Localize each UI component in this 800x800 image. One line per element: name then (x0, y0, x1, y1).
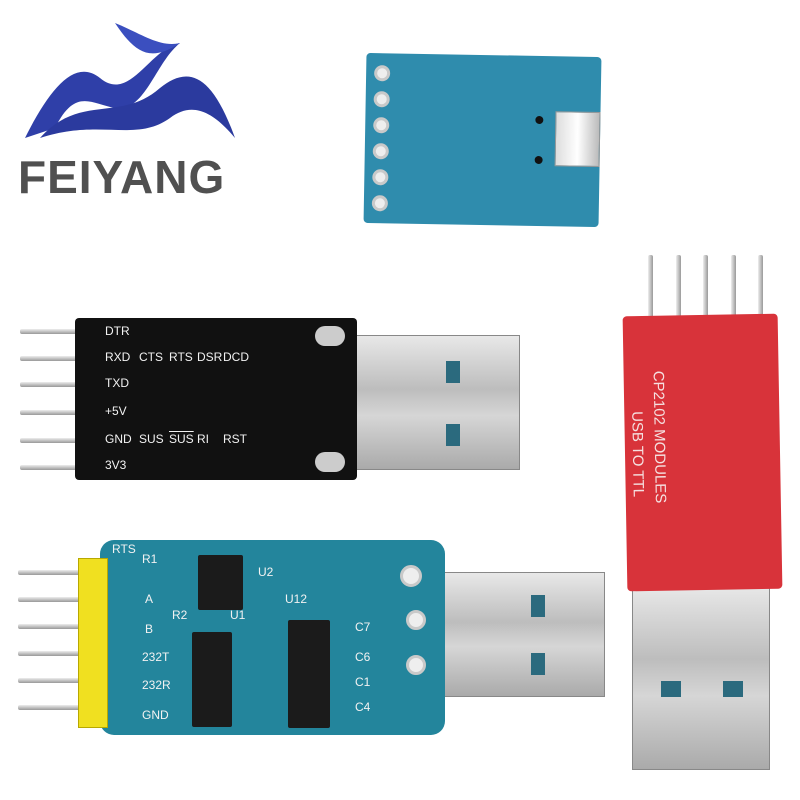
chip-u1 (192, 632, 232, 727)
label-b: B (145, 622, 154, 636)
label-rts: RTS (169, 350, 193, 364)
label-gnd: GND (105, 432, 132, 446)
label-232t: 232T (142, 650, 170, 664)
logo-swoosh-icon (25, 23, 235, 138)
chip-u12 (288, 620, 330, 728)
usb-plug-teal (440, 572, 605, 697)
label-gnd: GND (142, 708, 169, 722)
label-cp2102: CP2102 MODULES (649, 370, 669, 504)
usb-plug-red (632, 585, 770, 770)
blue-usb-board (363, 52, 602, 228)
label-r1: R1 (142, 552, 158, 566)
black-usb-board: DTR RXD TXD +5V GND 3V3 CTS SUS RTS SUS … (75, 318, 357, 480)
teal-rs485-board: RTS A B 232T 232R GND R1 R2 U1 U2 U12 C7… (100, 540, 445, 735)
label-dtr: DTR (105, 324, 130, 338)
label-c7: C7 (355, 620, 371, 634)
label-rts: RTS (112, 542, 136, 556)
label-a: A (145, 592, 154, 606)
label-txd: TXD (105, 376, 129, 390)
label-u2: U2 (258, 565, 274, 579)
label-u1: U1 (230, 608, 246, 622)
usb-plug-black (350, 335, 520, 470)
label-c1: C1 (355, 675, 371, 689)
red-cp2102-board: CP2102 MODULES USB TO TTL (622, 313, 783, 592)
label-rxd: RXD (105, 350, 131, 364)
label-sus: SUS (139, 432, 164, 446)
label-u12: U12 (285, 592, 308, 606)
label-dcd: DCD (223, 350, 249, 364)
micro-usb-port (554, 111, 601, 168)
label-cts: CTS (139, 350, 163, 364)
label-c4: C4 (355, 700, 371, 714)
chip-u2 (198, 555, 243, 610)
label-3v3: 3V3 (105, 458, 127, 472)
label-usb-to-ttl: USB TO TTL (628, 410, 647, 498)
label-rst: RST (223, 432, 247, 446)
yellow-pin-header (78, 558, 108, 728)
label-sus-bar: SUS (169, 432, 194, 446)
label-c6: C6 (355, 650, 371, 664)
label-232r: 232R (142, 678, 171, 692)
label-dsr: DSR (197, 350, 223, 364)
logo-text: FEIYANG (18, 151, 226, 203)
label-ri: RI (197, 432, 209, 446)
label-r2: R2 (172, 608, 188, 622)
label-5v: +5V (105, 404, 127, 418)
